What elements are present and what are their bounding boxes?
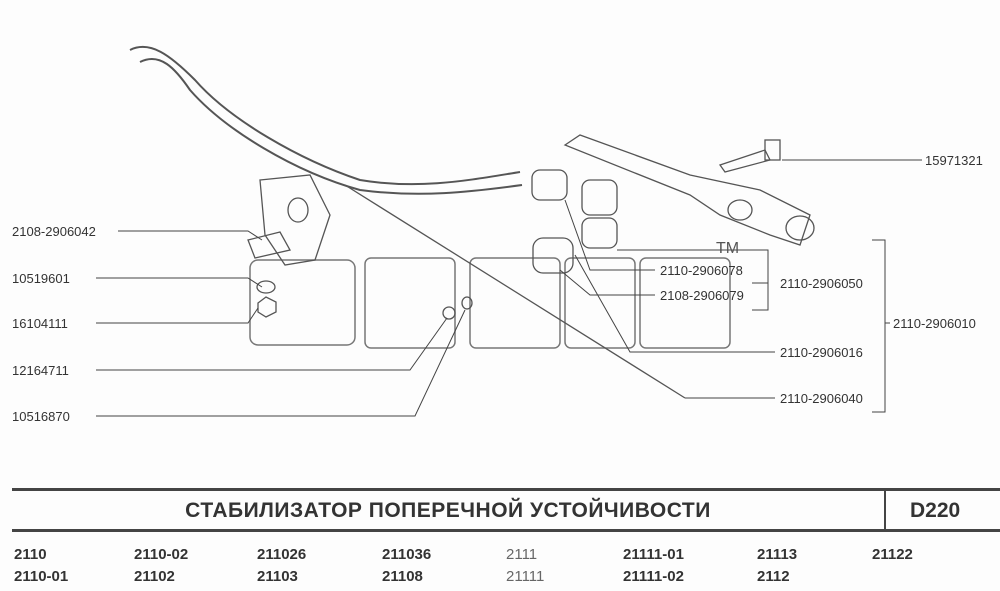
model-21108: 21108 [382,568,423,585]
model-2110-02: 2110-02 [134,546,189,563]
model-2112: 2112 [757,568,790,585]
model-2110-01: 2110-01 [14,568,69,585]
watermark-tm: TM [716,240,740,257]
callout-15971321: 15971321 [925,153,983,168]
model-21111-01: 21111-01 [623,546,684,563]
callout-16104111: 16104111 [12,316,68,331]
callout-2110-2906040: 2110-2906040 [780,391,863,406]
model-2111: 2111 [506,546,538,563]
callout-2108-2906079: 2108-2906079 [660,288,744,303]
model-21113: 21113 [757,546,798,563]
bolt [718,149,771,173]
suspension-arm [563,134,811,246]
callout-12164711: 12164711 [12,363,69,378]
model-211036: 211036 [382,546,432,563]
model-21122: 21122 [872,546,913,563]
model-21111-02: 21111-02 [623,568,684,585]
diagram-title: СТАБИЛИЗАТОР ПОПЕРЕЧНОЙ УСТОЙЧИВОСТИ [185,499,711,522]
watermark-logo [249,257,731,349]
callout-2110-2906078: 2110-2906078 [660,263,743,278]
model-2110: 2110 [14,546,47,563]
divider [884,491,886,529]
diagram-code: D220 [910,499,961,522]
callout-2110-2906016: 2110-2906016 [780,345,863,360]
model-21111: 21111 [506,568,545,585]
callout-2110-2906010: 2110-2906010 [893,316,976,331]
bushing-bracket [259,174,331,266]
title-bar: СТАБИЛИЗАТОР ПОПЕРЕЧНОЙ УСТОЙЧИВОСТИ D22… [12,488,1000,532]
model-211026: 211026 [257,546,307,563]
callout-10516870: 10516870 [12,409,70,424]
callout-2108-2906042: 2108-2906042 [12,224,96,239]
model-21102: 21102 [134,568,175,585]
stabilizer-bar [129,45,521,186]
callout-10519601: 10519601 [12,271,70,286]
callout-2110-2906050: 2110-2906050 [780,276,863,291]
model-21103: 21103 [257,568,298,585]
